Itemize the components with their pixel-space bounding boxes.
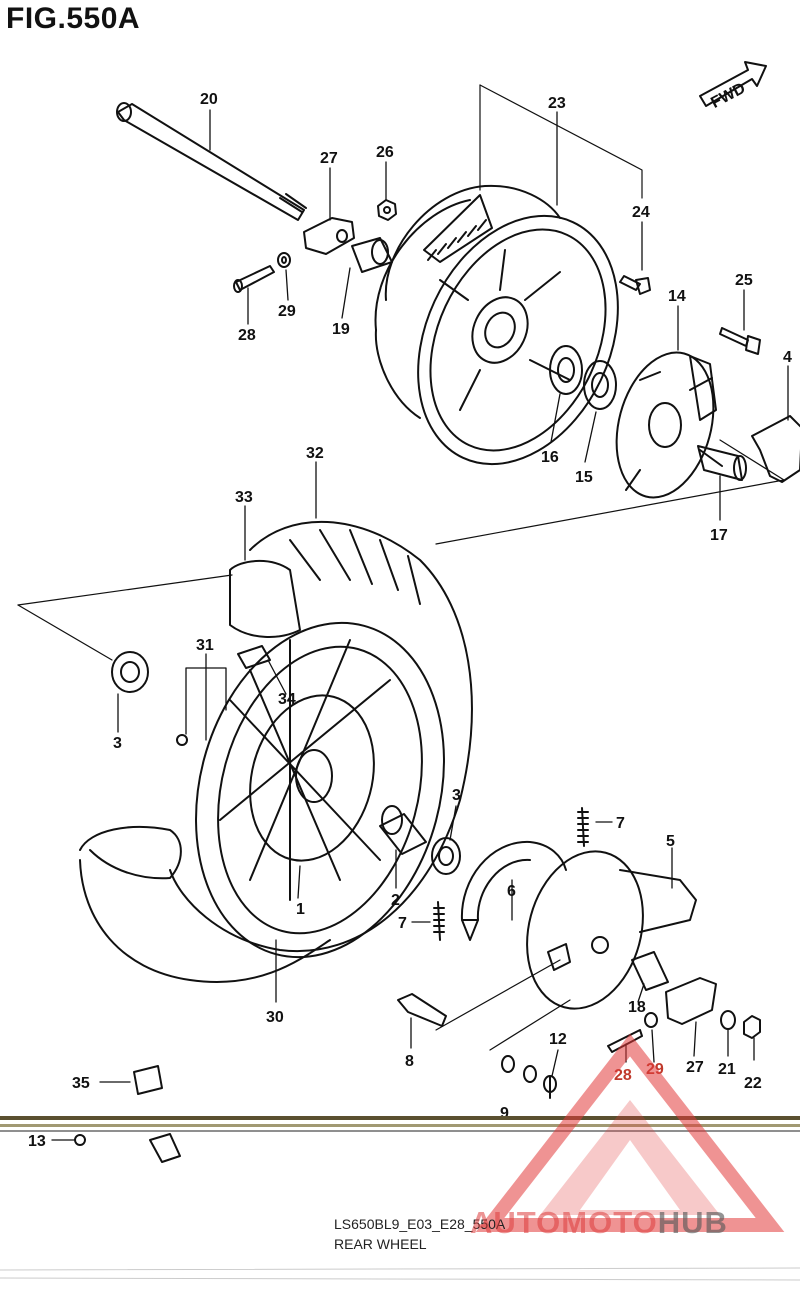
callout-7-upper: 7 — [616, 815, 625, 832]
callout-32: 32 — [306, 445, 324, 462]
callout-8: 8 — [405, 1053, 414, 1070]
spacer-part-17 — [697, 445, 747, 481]
bearing-part-15 — [583, 360, 617, 410]
callout-34: 34 — [278, 691, 296, 708]
nut-part-26 — [377, 199, 397, 221]
callout-25: 25 — [735, 272, 753, 289]
wheel-rim-part-1 — [195, 621, 445, 959]
callout-13: 13 — [28, 1133, 46, 1150]
callout-16: 16 — [541, 449, 559, 466]
spacer-part-19 — [351, 237, 393, 273]
callout-15: 15 — [575, 469, 593, 486]
callout-24: 24 — [632, 204, 650, 221]
callout-9: 9 — [500, 1105, 509, 1122]
valve-part-34 — [237, 645, 271, 669]
washer-part-29-lower — [644, 1012, 658, 1028]
callout-4: 4 — [783, 349, 792, 366]
callout-30: 30 — [266, 1009, 284, 1026]
brake-panel-part-5 — [526, 850, 697, 1010]
reference-lines — [17, 84, 785, 1051]
watermark-part2: HUB — [657, 1205, 728, 1240]
callout-27-upper: 27 — [320, 150, 338, 167]
bearing-part-3-left — [111, 651, 149, 693]
callout-27-lower: 27 — [686, 1059, 704, 1076]
callout-12: 12 — [549, 1031, 567, 1048]
spring-part-7-lower — [433, 901, 445, 941]
caption-name: REAR WHEEL — [334, 1236, 427, 1252]
washer-part-9 — [501, 1055, 537, 1083]
scan-band — [0, 1116, 800, 1132]
chain-adjuster-part-27-lower — [665, 977, 717, 1025]
spoke-part-31 — [176, 734, 188, 746]
watermark-text: AUTOMOTOHUB — [470, 1205, 728, 1241]
watermark-part1: AUTOMOTO — [470, 1205, 658, 1240]
caption-code: LS650BL9_E03_E28_550A — [334, 1216, 506, 1232]
callout-17: 17 — [710, 527, 728, 544]
callout-3-left: 3 — [113, 735, 122, 752]
callout-28-lower: 28 — [614, 1067, 632, 1084]
callout-20: 20 — [200, 91, 218, 108]
callout-14: 14 — [668, 288, 686, 305]
brake-shoe-part-6 — [460, 840, 567, 941]
callout-3-right: 3 — [452, 787, 461, 804]
rim-band-part-33 — [229, 559, 301, 638]
sprocket-carrier-part-14 — [615, 351, 723, 499]
scan-noise — [0, 1267, 800, 1281]
leader-lines — [51, 109, 789, 1141]
chain-adjuster-part-27-upper — [303, 217, 355, 255]
brake-cam-part-8 — [397, 993, 447, 1027]
callout-31: 31 — [196, 637, 214, 654]
callout-19: 19 — [332, 321, 350, 338]
callout-29-upper: 29 — [278, 303, 296, 320]
callout-5: 5 — [666, 833, 675, 850]
bolt-part-25 — [719, 327, 761, 355]
nut-part-22 — [743, 1015, 761, 1039]
washer-part-21 — [720, 1010, 736, 1030]
figure-caption: LS650BL9_E03_E28_550A REAR WHEEL — [334, 1214, 505, 1254]
watermark-logo — [475, 1033, 785, 1232]
damper-part-4 — [751, 415, 800, 483]
bolt-part-13 — [74, 1133, 181, 1163]
spring-part-12 — [543, 1075, 557, 1099]
bearing-part-16 — [549, 345, 583, 395]
callout-33: 33 — [235, 489, 253, 506]
bearing-part-3-right — [431, 837, 461, 875]
callout-28-upper: 28 — [238, 327, 256, 344]
pin-part-35 — [133, 1065, 163, 1095]
callout-22: 22 — [744, 1075, 762, 1092]
tube-part-30 — [79, 825, 331, 983]
callout-7-lower: 7 — [398, 915, 407, 932]
axle-part-20 — [116, 102, 307, 221]
callout-6: 6 — [507, 883, 516, 900]
spacer-part-18 — [631, 951, 669, 991]
washer-part-29-upper — [277, 252, 291, 268]
callout-2: 2 — [391, 892, 400, 909]
spring-part-7-upper — [577, 807, 589, 847]
spacer-part-2 — [379, 805, 427, 855]
callout-18: 18 — [628, 999, 646, 1016]
sprocket-part-23 — [374, 184, 619, 466]
callout-21: 21 — [718, 1061, 736, 1078]
callout-23: 23 — [548, 95, 566, 112]
bolt-part-28-upper — [233, 265, 275, 293]
callout-35: 35 — [72, 1075, 90, 1092]
callout-1: 1 — [296, 901, 305, 918]
callout-26: 26 — [376, 144, 394, 161]
bolt-part-24 — [619, 275, 651, 295]
fwd-arrow-icon — [699, 61, 767, 107]
figure-title: FIG.550A — [6, 2, 141, 35]
